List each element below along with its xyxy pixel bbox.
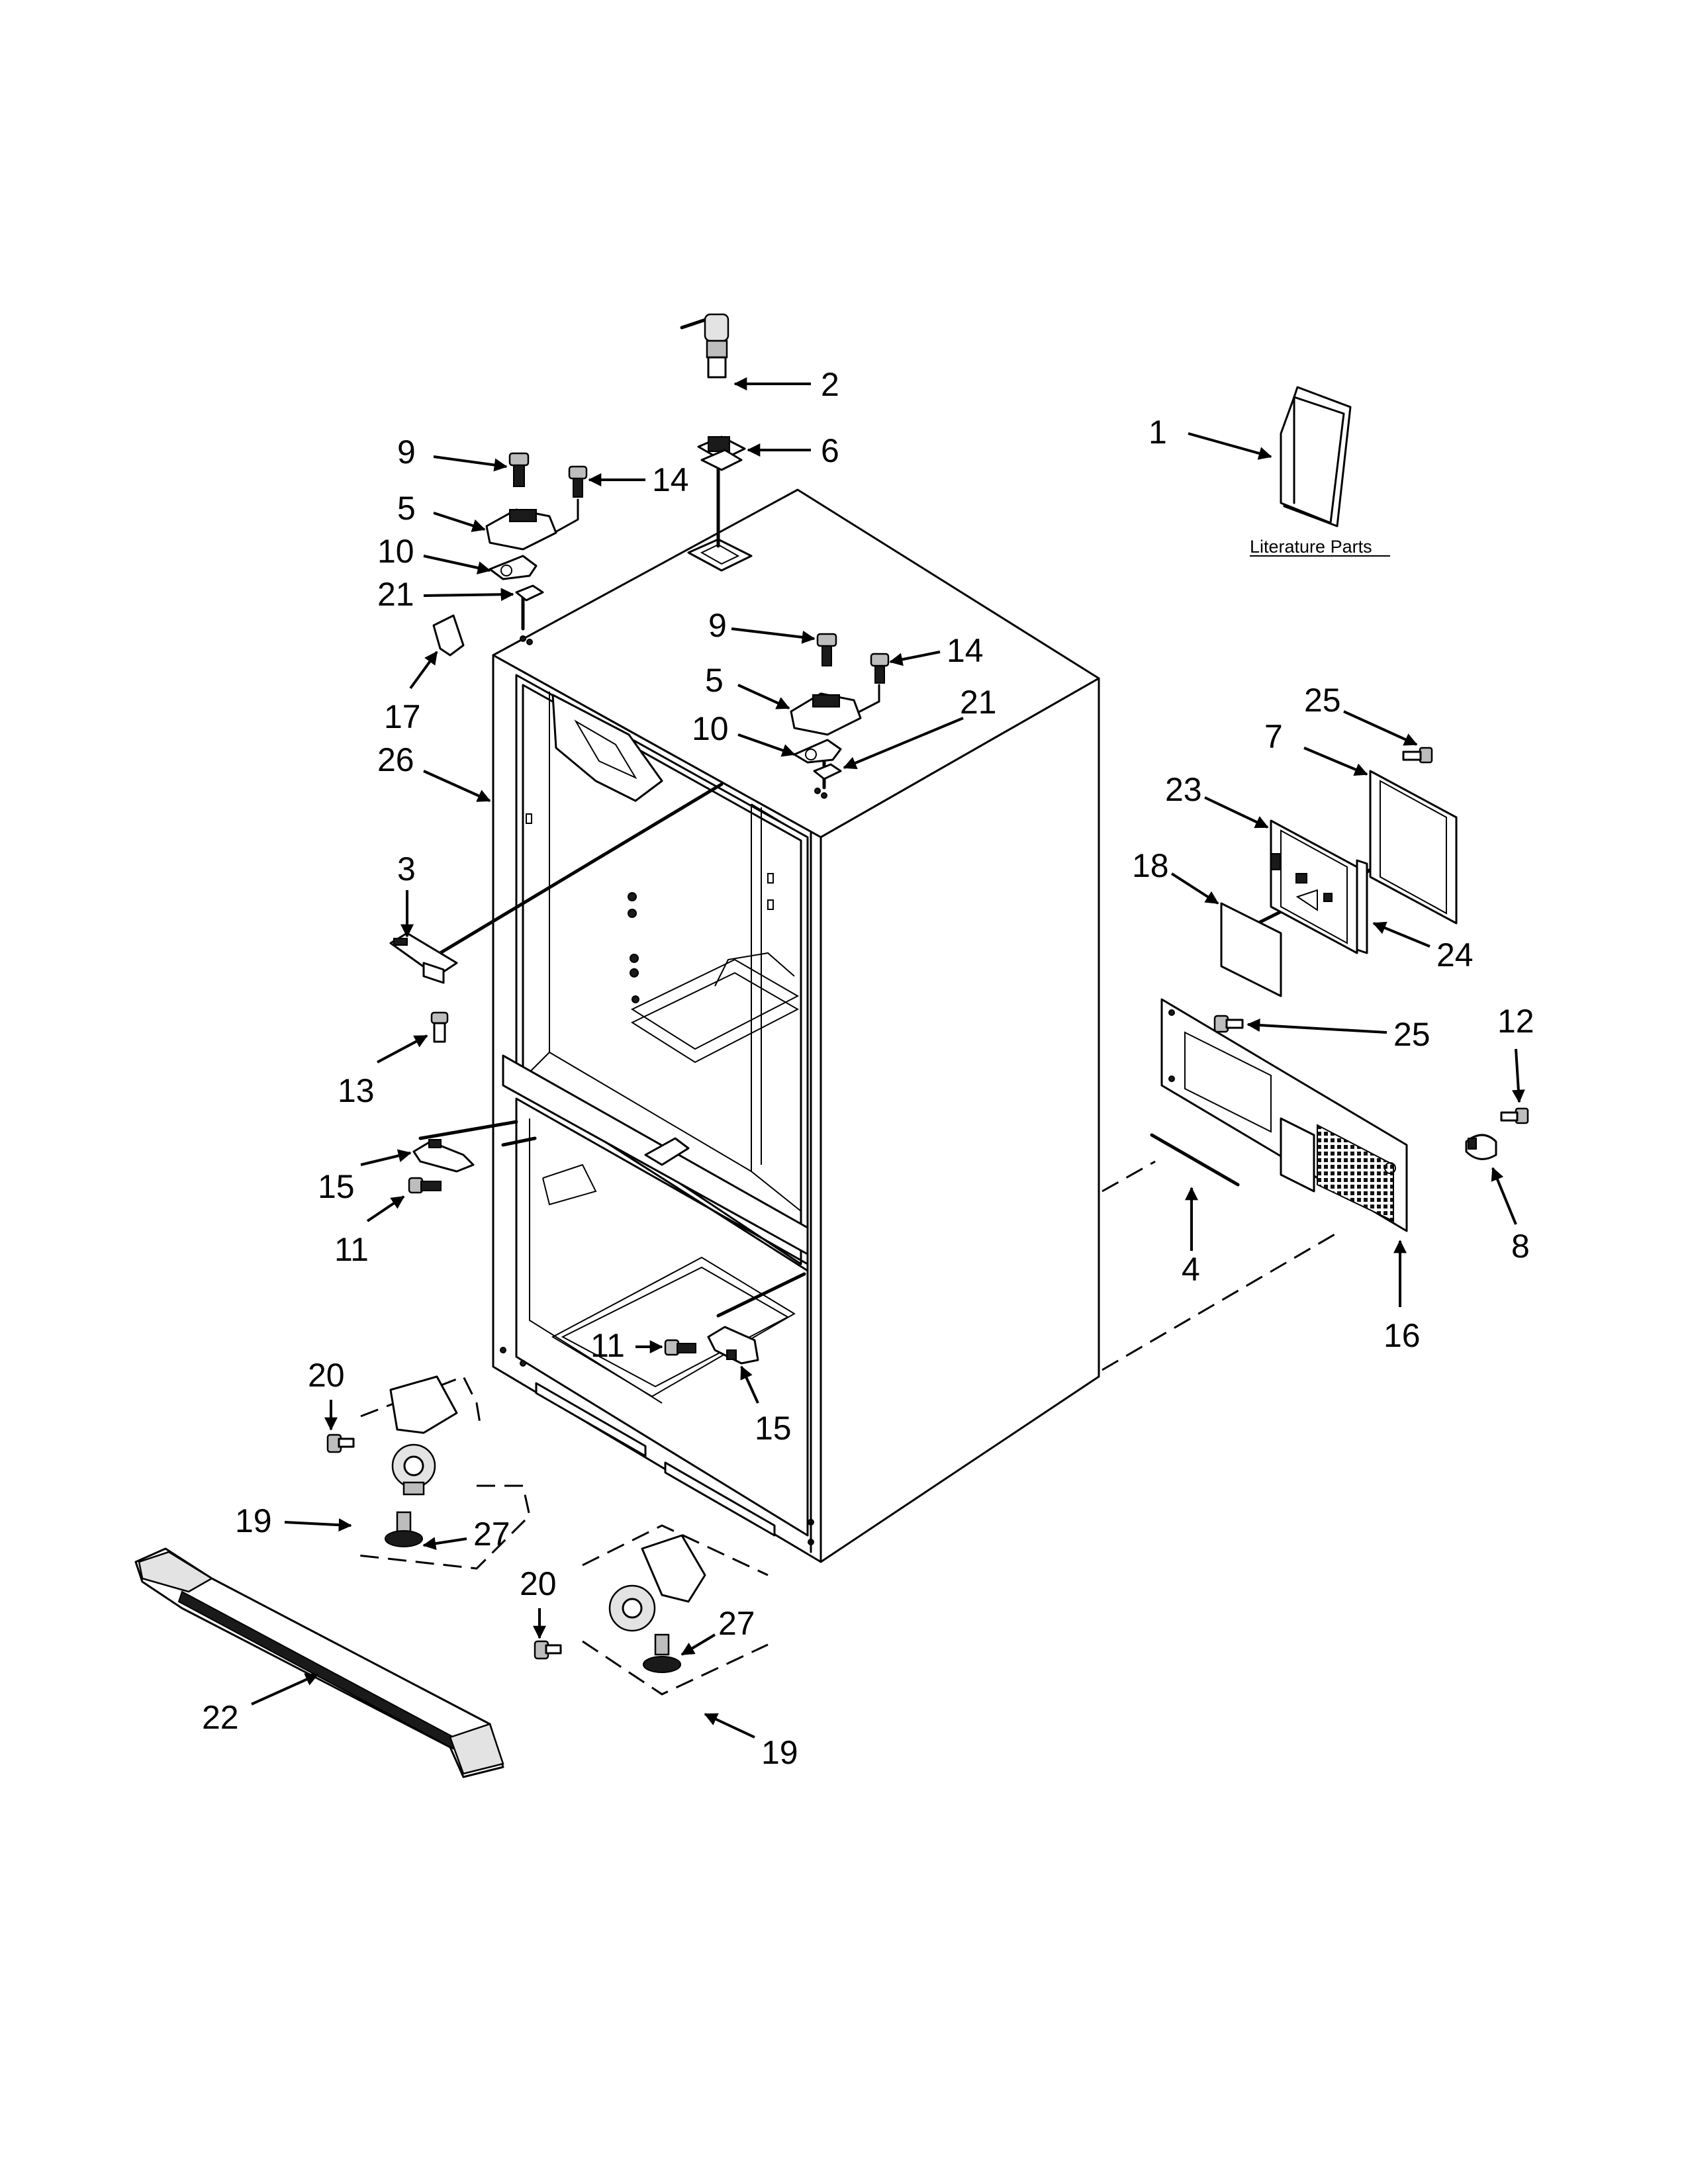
assembly-lines	[418, 461, 1385, 1371]
callout-5: 5	[397, 490, 416, 527]
callout-26: 26	[377, 741, 414, 778]
callout-21: 21	[377, 576, 414, 613]
screw-13	[430, 1011, 449, 1043]
callout-3: 3	[397, 850, 416, 887]
callout-15: 15	[755, 1410, 792, 1447]
callout-19: 19	[235, 1502, 272, 1539]
screw-12	[1500, 1107, 1529, 1124]
callout-1: 1	[1149, 414, 1167, 451]
callout-21: 21	[960, 684, 997, 721]
callout-9: 9	[397, 433, 416, 471]
callout-25: 25	[1304, 682, 1341, 719]
bracket-15-left	[412, 1139, 475, 1173]
literature-booklet	[1280, 386, 1352, 527]
callout-10: 10	[692, 710, 729, 747]
callout-6: 6	[821, 432, 839, 469]
top-cover-plate	[697, 435, 746, 471]
callout-10: 10	[377, 533, 414, 570]
gasket-strip-4	[1150, 1133, 1240, 1187]
callout-11: 11	[590, 1327, 625, 1364]
screw-11-left	[408, 1177, 442, 1194]
callout-27: 27	[473, 1516, 510, 1553]
screw-25-panel	[1213, 1015, 1244, 1033]
callout-24: 24	[1436, 936, 1474, 974]
callout-18: 18	[1132, 847, 1169, 884]
callout-9: 9	[708, 607, 727, 644]
callout-8: 8	[1511, 1228, 1530, 1265]
board-18	[1220, 902, 1282, 997]
callout-22: 22	[202, 1699, 239, 1736]
refrigerator-cabinet	[492, 488, 1100, 1563]
literature-parts-label: Literature Parts	[1250, 537, 1372, 557]
roller-assembly-right	[534, 1524, 769, 1696]
callout-14: 14	[947, 632, 984, 669]
callout-5: 5	[705, 662, 724, 699]
cover-panel-7	[1369, 770, 1458, 925]
callout-12: 12	[1497, 1003, 1534, 1040]
strip-24	[1356, 859, 1368, 954]
callout-15: 15	[318, 1168, 355, 1205]
callout-2: 2	[821, 366, 839, 403]
callout-13: 13	[338, 1072, 375, 1109]
callout-27: 27	[718, 1605, 755, 1642]
roller-assembly-left	[326, 1375, 531, 1570]
toe-grille-22	[134, 1547, 504, 1778]
control-board-23	[1270, 819, 1358, 954]
callout-25: 25	[1393, 1016, 1430, 1053]
wall-holes	[526, 813, 774, 1003]
callout-11: 11	[334, 1231, 369, 1268]
callout-labels: 1 2 3 4 5 5 6 7 8 9 9 10 10 11 11 12 13 …	[202, 366, 1534, 1771]
hinge-shim-17	[432, 614, 465, 657]
callout-23: 23	[1165, 771, 1202, 808]
callout-4: 4	[1182, 1251, 1200, 1288]
callout-16: 16	[1383, 1317, 1421, 1354]
screw-25-top	[1402, 747, 1433, 764]
callout-arrows	[251, 377, 1525, 1739]
callout-19: 19	[761, 1734, 798, 1771]
callout-14: 14	[652, 461, 689, 498]
water-connector-part	[680, 313, 729, 379]
clip-8	[1465, 1134, 1497, 1160]
callout-17: 17	[384, 698, 421, 735]
rear-access-panel-16	[1160, 998, 1408, 1232]
callout-20: 20	[520, 1565, 557, 1602]
left-hinge-assembly	[485, 452, 588, 602]
bracket-3	[389, 932, 458, 984]
right-hinge-assembly	[790, 633, 890, 780]
callout-7: 7	[1264, 718, 1283, 755]
screw-11-right	[664, 1339, 696, 1356]
bracket-15-right	[707, 1326, 759, 1365]
callout-20: 20	[308, 1357, 345, 1394]
